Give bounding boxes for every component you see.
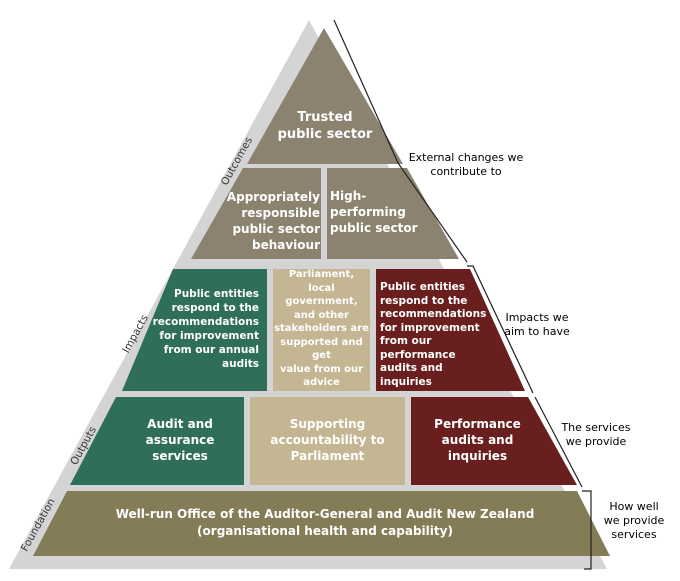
impact-parliament-text: Parliament, local government, and other …: [274, 269, 369, 388]
appropriately-box-shape: [191, 168, 321, 259]
impact-audits-shape: [122, 269, 267, 391]
impact-performance-audits-text: Public entities respond to the recommend…: [380, 281, 487, 388]
output-performance-shape: [411, 397, 577, 485]
bracket-foundation: [582, 490, 592, 570]
bracket-outputs: [534, 396, 583, 488]
right-label-outcomes: External changes we contribute to: [408, 151, 524, 178]
output-performance-audits-text: Performance audits and inquiries: [434, 417, 521, 463]
bracket-impacts: [467, 265, 534, 394]
output-supporting-accountability-text: Supporting accountability to Parliament: [270, 417, 385, 463]
output-audit-shape: [70, 397, 244, 485]
impact-parliament-shape: [273, 269, 370, 391]
appropriately-responsible-text: Appropriately responsible public sector …: [226, 190, 320, 252]
right-label-outputs: The services we provide: [561, 421, 631, 448]
impact-annual-audits-text: Public entities respond to the recommend…: [152, 288, 259, 370]
high-performing-text: High- performing public sector: [330, 189, 418, 235]
output-supporting-shape: [250, 397, 405, 485]
trusted-box-shape: [247, 28, 403, 164]
high-performing-box-shape: [327, 168, 459, 259]
foundation-box-shape: [33, 491, 610, 556]
foundation-text: Well-run Office of the Auditor-General a…: [115, 507, 535, 538]
right-brackets: [333, 19, 592, 570]
impact-performance-shape: [376, 269, 525, 391]
trusted-public-sector-text: Trusted public sector: [277, 110, 373, 142]
right-label-foundation: How well we provide services: [603, 500, 665, 541]
right-label-impacts: Impacts we aim to have: [504, 311, 570, 338]
bracket-outcomes: [333, 19, 468, 263]
output-audit-assurance-text: Audit and assurance services: [145, 417, 215, 463]
